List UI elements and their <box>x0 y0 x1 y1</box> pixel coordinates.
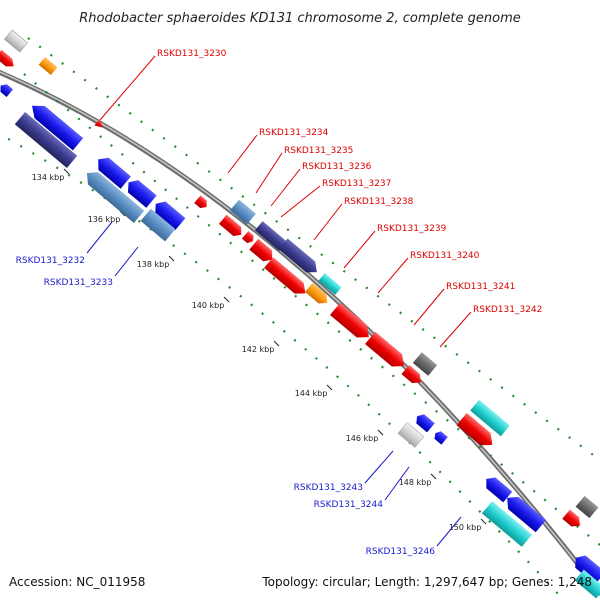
gene-block-lightgray[interactable] <box>397 422 425 448</box>
leader-line <box>439 311 472 348</box>
gene-arrow-red[interactable] <box>241 230 256 245</box>
tick-label: 148 kbp <box>399 478 432 487</box>
gene-arrow-blue[interactable] <box>27 100 84 151</box>
gene-block-cyan[interactable] <box>318 273 342 295</box>
tick-mark <box>63 168 70 175</box>
leader-line <box>280 185 321 218</box>
gene-block-steel[interactable] <box>230 199 256 225</box>
track-guides <box>0 37 600 597</box>
tick-labels: 134 kbp 136 kbp 138 kbp 140 kbp 142 kbp 144 k… <box>32 173 482 532</box>
gene-label-plus[interactable]: RSKD131_3242 <box>473 305 542 315</box>
gene-block-cyan[interactable] <box>574 569 600 599</box>
gene-arrow-red[interactable] <box>330 302 374 344</box>
genes-plus-strand <box>0 29 599 531</box>
tick-label: 144 kbp <box>295 389 328 398</box>
gene-arrow-blue[interactable] <box>413 412 435 433</box>
leader-line <box>343 230 376 269</box>
gene-labels-minus <box>86 221 462 547</box>
gene-block-orange[interactable] <box>38 57 58 75</box>
leader-line <box>270 168 301 207</box>
gene-arrow-blue[interactable] <box>571 552 600 585</box>
gene-label-plus[interactable]: RSKD131_3238 <box>344 197 414 207</box>
gene-label-plus[interactable]: RSKD131_3235 <box>284 146 353 156</box>
tick-mark <box>168 255 175 262</box>
tick-mark <box>480 518 487 525</box>
tick-label: 134 kbp <box>32 173 65 182</box>
tick-mark <box>273 340 280 347</box>
gene-arrow-steel[interactable] <box>82 167 145 223</box>
tick-label: 140 kbp <box>192 301 225 310</box>
gene-arrow-orange[interactable] <box>304 282 331 308</box>
gene-label-minus[interactable]: RSKD131_3246 <box>366 547 436 557</box>
tick-mark <box>430 473 437 480</box>
leader-line <box>114 246 139 277</box>
leader-line <box>255 152 283 194</box>
topology-summary: Topology: circular; Length: 1,297,647 bp… <box>261 575 592 589</box>
tick-label: 150 kbp <box>449 523 482 532</box>
gene-arrow-red[interactable] <box>249 238 276 265</box>
gene-arrow-blue[interactable] <box>482 474 513 503</box>
gene-label-plus[interactable]: RSKD131_3241 <box>446 282 515 292</box>
gene-arrow-blue[interactable] <box>93 153 131 189</box>
leader-line <box>377 257 409 294</box>
gene-label-plus[interactable]: RSKD131_3230 <box>157 49 227 59</box>
tick-label: 138 kbp <box>137 260 170 269</box>
gene-block-navy[interactable] <box>14 112 78 168</box>
gene-block-lightgray[interactable] <box>4 29 28 53</box>
gene-label-plus[interactable]: RSKD131_3234 <box>259 128 329 138</box>
gene-arrow-blue[interactable] <box>151 198 186 231</box>
tick-marks <box>63 168 487 525</box>
tick-mark <box>223 296 230 303</box>
gene-label-minus[interactable]: RSKD131_3233 <box>44 278 113 288</box>
accession-text: Accession: NC_011958 <box>9 575 145 589</box>
gene-arrow-red[interactable] <box>94 119 105 130</box>
gene-arrow-red[interactable] <box>456 413 498 451</box>
leader-line <box>413 288 445 326</box>
genes-minus-strand <box>0 82 600 599</box>
gene-label-minus[interactable]: RSKD131_3232 <box>16 256 85 266</box>
gene-arrow-blue[interactable] <box>123 176 157 208</box>
gene-label-minus[interactable]: RSKD131_3244 <box>314 500 384 510</box>
gene-label-plus[interactable]: RSKD131_3236 <box>302 162 372 172</box>
leader-line <box>364 450 394 484</box>
gene-arrow-blue[interactable] <box>0 82 14 98</box>
gene-arrow-red[interactable] <box>194 195 210 210</box>
gene-arrow-red[interactable] <box>0 49 17 71</box>
tick-label: 136 kbp <box>88 215 121 224</box>
gene-arrow-navy[interactable] <box>278 238 322 277</box>
leader-line <box>86 221 113 254</box>
gene-arrow-blue[interactable] <box>502 492 546 533</box>
gene-block-steel[interactable] <box>140 208 176 242</box>
tick-label: 142 kbp <box>242 345 275 354</box>
gene-arrow-blue[interactable] <box>432 429 448 445</box>
track-guide-inner-bottom <box>0 132 561 597</box>
leader-line <box>99 55 156 121</box>
gene-label-plus[interactable]: RSKD131_3240 <box>410 251 480 261</box>
gene-block-gray[interactable] <box>412 352 438 376</box>
leader-line <box>436 516 462 547</box>
gene-labels-plus-text: RSKD131_3230 RSKD131_3234 RSKD131_3235 R… <box>157 49 542 315</box>
leader-line <box>313 203 343 241</box>
gene-label-minus[interactable]: RSKD131_3243 <box>294 483 363 493</box>
gene-block-navy[interactable] <box>254 221 288 251</box>
tick-mark <box>377 429 384 436</box>
gene-arrow-red[interactable] <box>218 214 245 240</box>
tick-label: 146 kbp <box>346 434 379 443</box>
gene-labels-minus-text: RSKD131_3232 RSKD131_3233 RSKD131_3243 R… <box>16 256 436 557</box>
leader-line <box>384 466 410 501</box>
gene-label-plus[interactable]: RSKD131_3237 <box>322 179 391 189</box>
gene-label-plus[interactable]: RSKD131_3239 <box>377 224 447 234</box>
tick-mark <box>326 384 333 391</box>
leader-line <box>227 134 258 174</box>
gene-block-gray[interactable] <box>575 495 599 519</box>
gene-arrow-red[interactable] <box>264 257 310 299</box>
gene-arrow-red[interactable] <box>365 331 409 373</box>
gene-block-cyan[interactable] <box>470 399 510 437</box>
gene-arrow-red[interactable] <box>401 364 424 387</box>
map-title: Rhodobacter sphaeroides KD131 chromosome… <box>79 11 520 26</box>
gene-block-cyan[interactable] <box>481 501 533 547</box>
gene-arrow-red[interactable] <box>562 509 584 531</box>
gene-labels-plus <box>99 55 472 348</box>
